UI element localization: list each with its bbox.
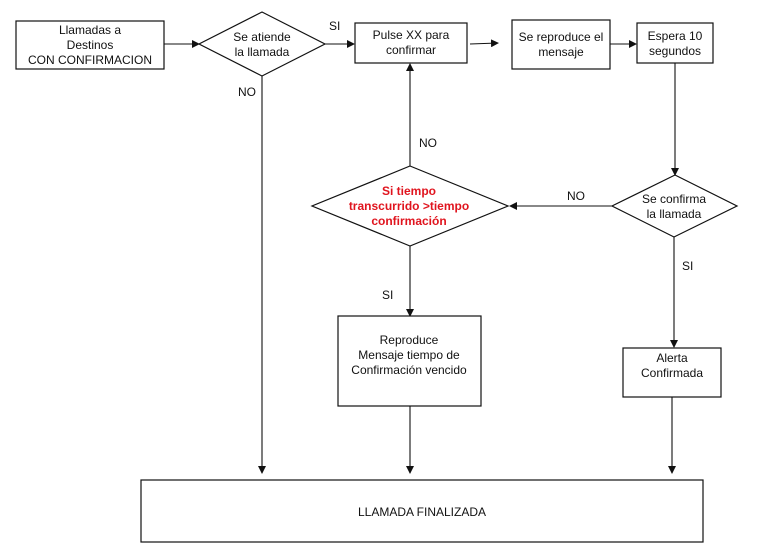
node-timeout-line-1: Si tiempo <box>382 184 436 198</box>
node-end: LLAMADA FINALIZADA <box>140 479 704 543</box>
node-answered-line-2: la llamada <box>235 45 290 59</box>
node-confirmed: Se confirma la llamada <box>610 174 739 238</box>
node-end-line-1: LLAMADA FINALIZADA <box>358 505 486 519</box>
node-press: Pulse XX para confirmar <box>354 22 468 64</box>
node-expired-line-3: Confirmación vencido <box>351 363 467 377</box>
node-play: Se reproduce el mensaje <box>511 19 611 70</box>
node-start-line-1: Llamadas a <box>59 23 121 37</box>
node-answered-line-1: Se atiende <box>233 30 291 44</box>
node-timeout: Si tiempo transcurrido >tiempo confirmac… <box>310 165 510 247</box>
node-alert: Alerta Confirmada <box>622 347 722 398</box>
node-play-line-2: mensaje <box>538 45 584 59</box>
node-wait-line-1: Espera 10 <box>648 29 703 43</box>
node-timeout-line-2: transcurrido >tiempo <box>349 199 469 213</box>
edge-label-answered-press: SI <box>329 19 340 33</box>
node-answered: Se atiende la llamada <box>197 11 327 77</box>
edge-labels: SI NO NO SI NO SI <box>238 19 693 302</box>
node-alert-line-2: Confirmada <box>641 366 703 380</box>
node-start: Llamadas a Destinos CON CONFIRMACION <box>15 20 165 70</box>
edge-label-confirmed-alert: SI <box>682 259 693 273</box>
node-expired: Reproduce Mensaje tiempo de Confirmación… <box>337 315 482 407</box>
node-start-line-3: CON CONFIRMACION <box>28 53 152 67</box>
node-wait-line-2: segundos <box>649 44 701 58</box>
node-expired-line-2: Mensaje tiempo de <box>358 348 460 362</box>
node-play-line-1: Se reproduce el <box>519 30 604 44</box>
node-start-line-2: Destinos <box>67 38 114 52</box>
edge-label-confirmed-timeout: NO <box>567 189 585 203</box>
node-alert-line-1: Alerta <box>656 351 688 365</box>
edge-label-timeout-expired: SI <box>382 288 393 302</box>
node-confirmed-line-2: la llamada <box>647 207 702 221</box>
node-press-line-2: confirmar <box>386 43 436 57</box>
edge-label-answered-end: NO <box>238 85 256 99</box>
node-expired-line-1: Reproduce <box>380 333 439 347</box>
node-wait: Espera 10 segundos <box>636 22 714 64</box>
edge-press-play <box>469 39 499 48</box>
node-timeout-line-3: confirmación <box>371 214 446 228</box>
edges <box>164 39 679 474</box>
node-confirmed-line-1: Se confirma <box>642 192 706 206</box>
node-press-line-1: Pulse XX para <box>373 28 450 42</box>
edge-label-timeout-press: NO <box>419 136 437 150</box>
